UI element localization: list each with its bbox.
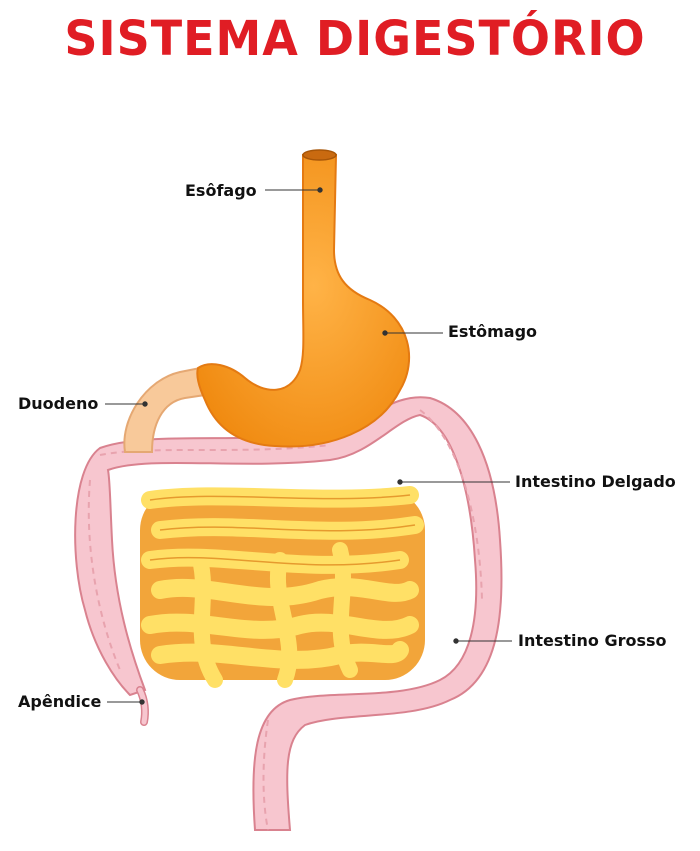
stomach: [196, 149, 411, 448]
large-intestine: [74, 396, 503, 831]
label-estomago: Estômago: [448, 322, 538, 341]
label-apendice: Apêndice: [18, 692, 102, 711]
small-intestine: [140, 486, 425, 688]
label-duodeno: Duodeno: [18, 394, 99, 413]
label-intestino-delgado: Intestino Delgado: [515, 472, 676, 491]
label-intestino-grosso: Intestino Grosso: [518, 631, 667, 650]
label-esofago: Esôfago: [185, 181, 257, 200]
page-title: SISTEMA DIGESTÓRIO: [64, 9, 646, 67]
leader-lines: [105, 187, 512, 705]
